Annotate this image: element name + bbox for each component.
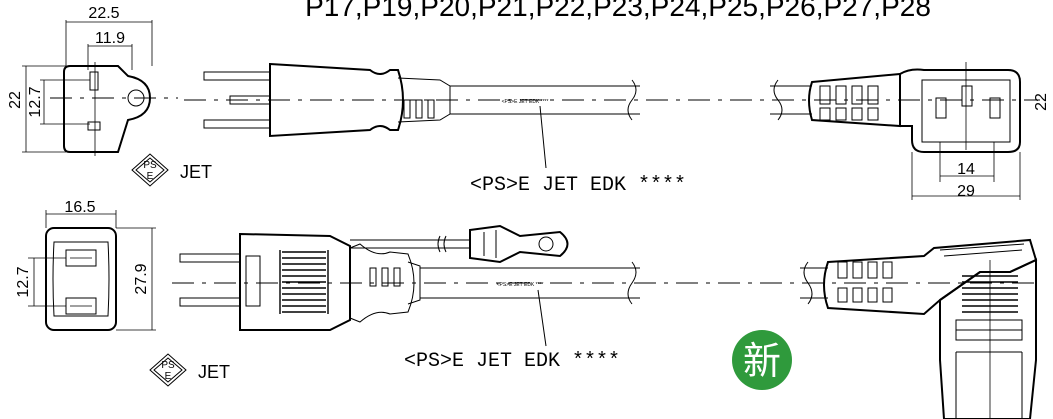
top-connector: 29 14 22	[770, 62, 1050, 200]
bottom-plug-grip-hatch	[279, 250, 329, 314]
bottom-pse-mark: PS E JET	[149, 353, 230, 387]
bottom-pse-symbol-bottom: E	[165, 371, 172, 382]
bottom-cable-small-marking: <PS>E JET EDK ****	[497, 282, 544, 288]
new-badge-circle	[732, 330, 792, 390]
bottom-pse-symbol-top: PS	[161, 360, 175, 371]
bottom-connector	[800, 238, 1038, 419]
bottom-plug-width-dim: 16.5	[64, 199, 95, 216]
bottom-jet-label: JET	[198, 362, 230, 382]
top-connector-outer-dim: 29	[957, 183, 975, 200]
bottom-plug-pingap-dim: 12.7	[15, 266, 32, 297]
new-badge-text: 新	[743, 341, 781, 383]
top-plug-front-view	[50, 62, 178, 156]
top-jet-label: JET	[180, 162, 212, 182]
top-plug-side-view: <PS>E JET EDK **** <PS>E JET EDK ****	[184, 62, 1040, 197]
top-pse-symbol-top: PS	[143, 160, 157, 171]
top-cable-marking: <PS>E JET EDK ****	[470, 174, 686, 197]
top-plug-height-dim: 22	[7, 91, 24, 109]
top-plug-pinspan-dim: 11.9	[95, 30, 125, 47]
top-cable-small-marking: <PS>E JET EDK ****	[502, 99, 549, 105]
top-connector-side-dim: 22	[1033, 93, 1050, 111]
top-plug-dimensions: 22.5 11.9 22 12.7	[7, 5, 153, 153]
top-pse-mark: PS E JET	[131, 153, 212, 187]
bottom-plug-dimensions: 16.5 12.7 27.9	[15, 199, 156, 331]
drawing-title: P17,P19,P20,P21,P22,P23,P24,P25,P26,P27,…	[305, 0, 931, 22]
new-badge: 新	[732, 330, 792, 390]
bottom-plug-front-view	[45, 227, 117, 331]
top-connector-inner-dim: 14	[957, 161, 975, 178]
top-plug-pingap-dim: 12.7	[27, 86, 44, 117]
bottom-plug-height-dim: 27.9	[133, 263, 150, 294]
bottom-cable-marking: <PS>E JET EDK ****	[404, 350, 620, 373]
bottom-plug-side-view: <PS>E JET EDK **** <PS>E JET EDK ****	[172, 224, 1040, 373]
top-plug-width-dim: 22.5	[88, 5, 119, 22]
top-pse-symbol-bottom: E	[147, 171, 154, 182]
